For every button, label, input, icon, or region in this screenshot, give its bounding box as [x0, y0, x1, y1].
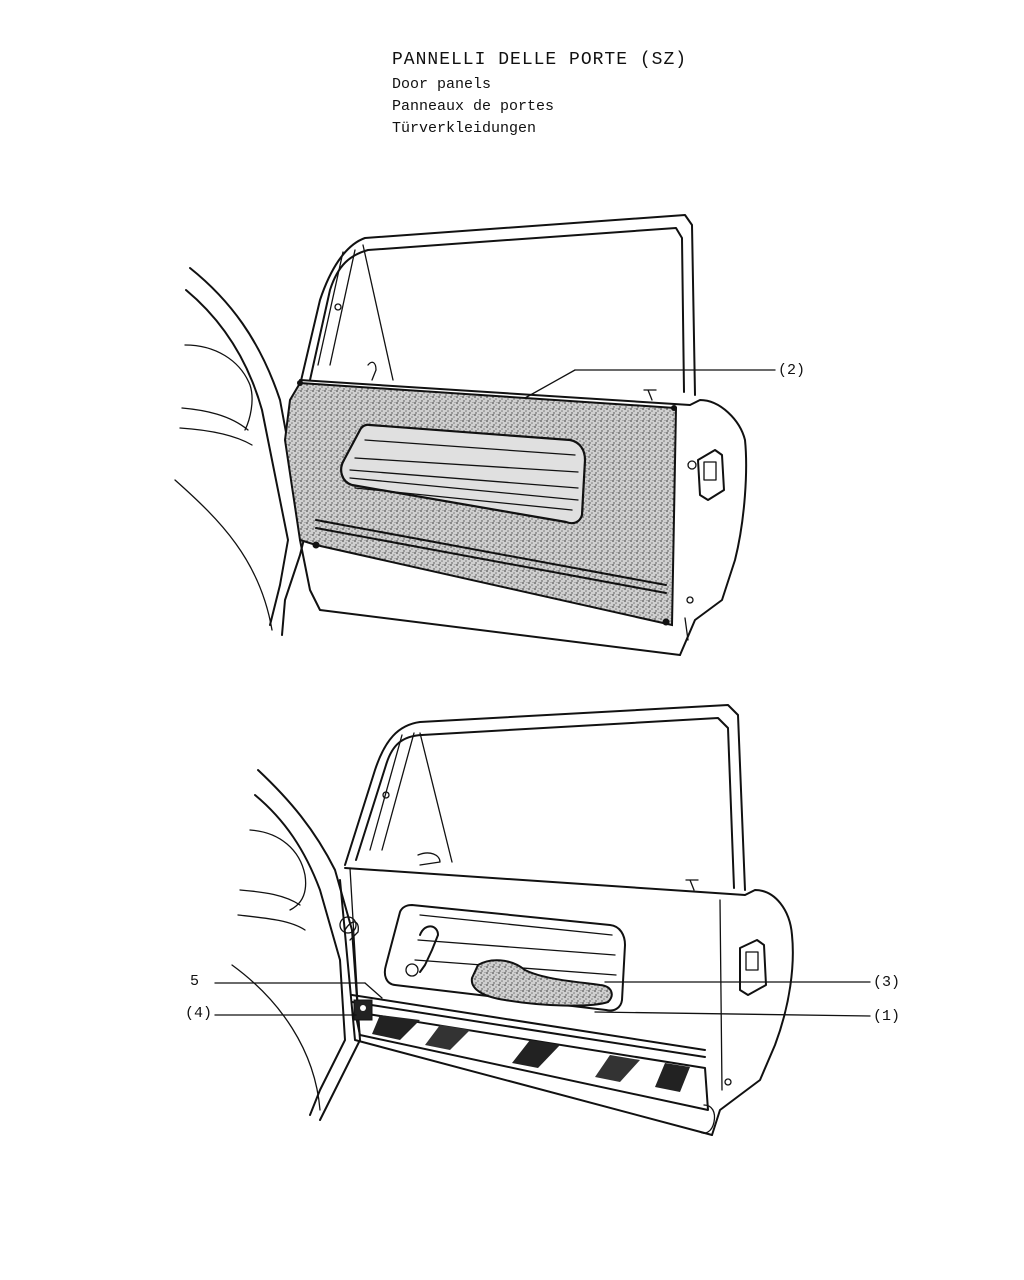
callout-label-4: (4): [185, 1005, 212, 1022]
callout-label-2: (2): [778, 362, 805, 379]
top-door-drawing: (2): [174, 214, 805, 656]
bottom-handle-recess: [339, 879, 699, 1012]
diagram-title: PANNELLI DELLE PORTE (SZ): [392, 50, 688, 70]
title-german: Türverkleidungen: [392, 120, 537, 137]
top-door-frame: [299, 214, 748, 656]
bottom-body-pillar: [231, 769, 361, 1121]
top-door-latch: [686, 449, 725, 604]
callout-label-1: (1): [873, 1008, 900, 1025]
bottom-door-drawing: (3) (1) 5 (4): [185, 704, 900, 1136]
bottom-door-latch: [724, 939, 767, 1086]
callout-label-5: 5: [190, 973, 199, 990]
title-french: Panneaux de portes: [392, 98, 555, 115]
callout-label-3: (3): [873, 974, 900, 991]
top-trim-panel: [283, 380, 678, 627]
bottom-kick-panel: [351, 994, 716, 1134]
heading-block: PANNELLI DELLE PORTE (SZ) Door panels Pa…: [392, 50, 687, 142]
top-body-pillar: [174, 267, 306, 636]
bottom-door-frame: [339, 704, 794, 1136]
title-english: Door panels: [392, 76, 492, 93]
